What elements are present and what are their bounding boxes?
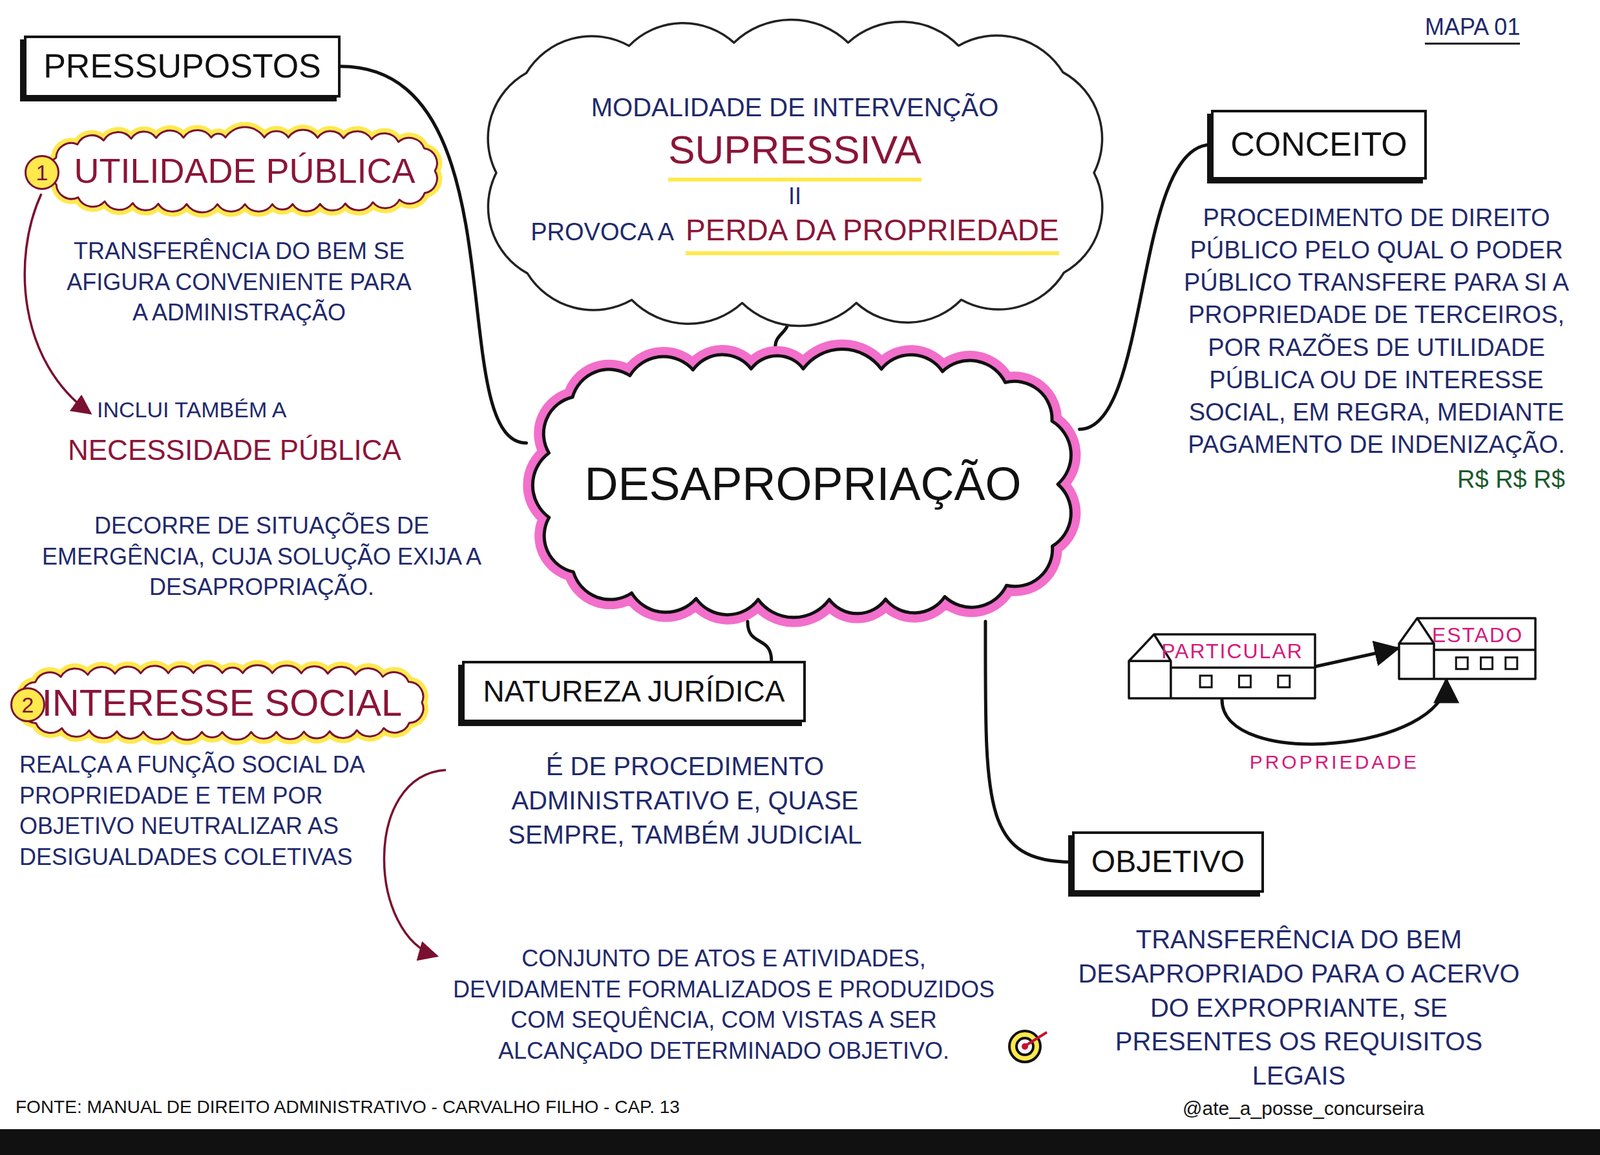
body-text: CONJUNTO DE ATOS E ATIVIDADES, DEVIDAMEN…	[445, 943, 1002, 1067]
badge-glow	[20, 665, 423, 741]
node-text: II	[788, 181, 802, 212]
node-text: NATUREZA JURÍDICA	[483, 672, 786, 712]
connector	[985, 621, 1073, 863]
building-outline	[1128, 634, 1316, 699]
cloud-outline	[532, 349, 1071, 618]
connector	[747, 621, 772, 662]
cloud-outline	[487, 19, 1103, 326]
building-window	[1455, 657, 1468, 670]
text-row: NATUREZA JURÍDICA	[483, 672, 786, 712]
title-box: OBJETIVO	[1072, 831, 1264, 894]
building-window	[1505, 657, 1518, 670]
node-text: ESTADO	[1431, 622, 1524, 650]
badge-glow	[48, 127, 437, 213]
target-icon	[1009, 1031, 1047, 1063]
body-text: DECORRE DE SITUAÇÕES DE EMERGÊNCIA, CUJA…	[38, 510, 485, 603]
callout-number: 2	[10, 687, 46, 723]
text-row: CONCEITO	[1230, 122, 1408, 167]
highlight-badge: INTERESSE SOCIAL	[12, 663, 433, 743]
building-window	[1200, 675, 1212, 688]
node-outline	[479, 25, 1111, 320]
building-window	[1481, 657, 1493, 670]
node-text: PARTICULAR	[1161, 638, 1304, 666]
node-text: CONCEITO	[1230, 122, 1408, 167]
body-text: R$ R$ R$	[1457, 463, 1593, 496]
highlight-badge: UTILIDADE PÚBLICA	[44, 127, 446, 215]
text-row: UTILIDADE PÚBLICA	[73, 147, 415, 194]
text-row: OBJETIVO	[1091, 842, 1245, 883]
node-text: SUPRESSIVA	[668, 124, 922, 182]
node-text: INTERESSE SOCIAL	[42, 678, 403, 727]
text-row: INTERESSE SOCIAL	[42, 678, 403, 727]
text-row: PROVOCA A PERDA DA PROPRIEDADE	[530, 211, 1059, 256]
pointer-arrow	[383, 770, 446, 957]
node-text: UTILIDADE PÚBLICA	[73, 147, 415, 194]
text-row: PRESSUPOSTOS	[43, 44, 322, 89]
building-window	[1278, 675, 1290, 688]
pointer-arrow	[24, 193, 91, 414]
body-text: REALÇA A FUNÇÃO SOCIAL DA PROPRIEDADE E …	[19, 749, 382, 873]
node-text: PROVOCA A	[530, 216, 674, 249]
footer-note: @ate_a_posse_concurseira	[1182, 1095, 1584, 1122]
body-text: TRANSFERÊNCIA DO BEM DESAPROPRIADO PARA …	[1072, 922, 1526, 1094]
note-cloud: MODALIDADE DE INTERVENÇÃOSUPRESSIVAIIPRO…	[479, 25, 1111, 320]
text-row: SUPRESSIVA	[668, 124, 922, 182]
body-text: PROCEDIMENTO DE DIREITO PÚBLICO PELO QUA…	[1169, 201, 1584, 461]
text-row: MODALIDADE DE INTERVENÇÃO	[591, 90, 1000, 125]
building-node: ESTADO	[1397, 617, 1537, 681]
text-row: II	[788, 181, 802, 212]
title-box: CONCEITO	[1210, 109, 1427, 180]
text-row: DESAPROPRIAÇÃO	[584, 454, 1022, 516]
central-cloud: DESAPROPRIAÇÃO	[526, 347, 1080, 622]
text-row: PARTICULAR	[1161, 638, 1304, 666]
title-box: NATUREZA JURÍDICA	[462, 661, 806, 723]
building-node: PARTICULAR	[1127, 633, 1317, 700]
node-text: PERDA DA PROPRIEDADE	[685, 211, 1060, 256]
footer-note: FONTE: MANUAL DE DIREITO ADMINISTRATIVO …	[15, 1095, 921, 1120]
body-text: NECESSIDADE PÚBLICA	[67, 431, 469, 470]
target-ring	[1009, 1031, 1041, 1063]
badge-outline	[20, 665, 423, 741]
body-text: INCLUI TAMBÉM A	[96, 395, 408, 425]
map-number: MAPA 01	[1424, 11, 1520, 45]
cloud-glow	[532, 349, 1071, 618]
building-outline	[1399, 618, 1536, 680]
target-ring	[1016, 1038, 1034, 1056]
node-text: OBJETIVO	[1091, 842, 1245, 883]
text-row: ESTADO	[1431, 622, 1524, 650]
body-text: É DE PROCEDIMENTO ADMINISTRATIVO E, QUAS…	[452, 749, 918, 852]
title-box: PRESSUPOSTOS	[23, 35, 341, 98]
edge-label: PROPRIEDADE	[1247, 749, 1422, 776]
connector	[1316, 648, 1398, 667]
callout-number: 1	[24, 155, 60, 190]
badge-outline	[48, 127, 437, 213]
building-window	[1238, 675, 1251, 688]
bottom-bar	[0, 1129, 1600, 1155]
target-dart	[1026, 1032, 1047, 1046]
node-text: DESAPROPRIAÇÃO	[584, 454, 1022, 516]
body-text: TRANSFERÊNCIA DO BEM SE AFIGURA CONVENIE…	[64, 235, 414, 329]
node-text: MODALIDADE DE INTERVENÇÃO	[591, 90, 1000, 125]
node-text: PRESSUPOSTOS	[43, 44, 322, 89]
